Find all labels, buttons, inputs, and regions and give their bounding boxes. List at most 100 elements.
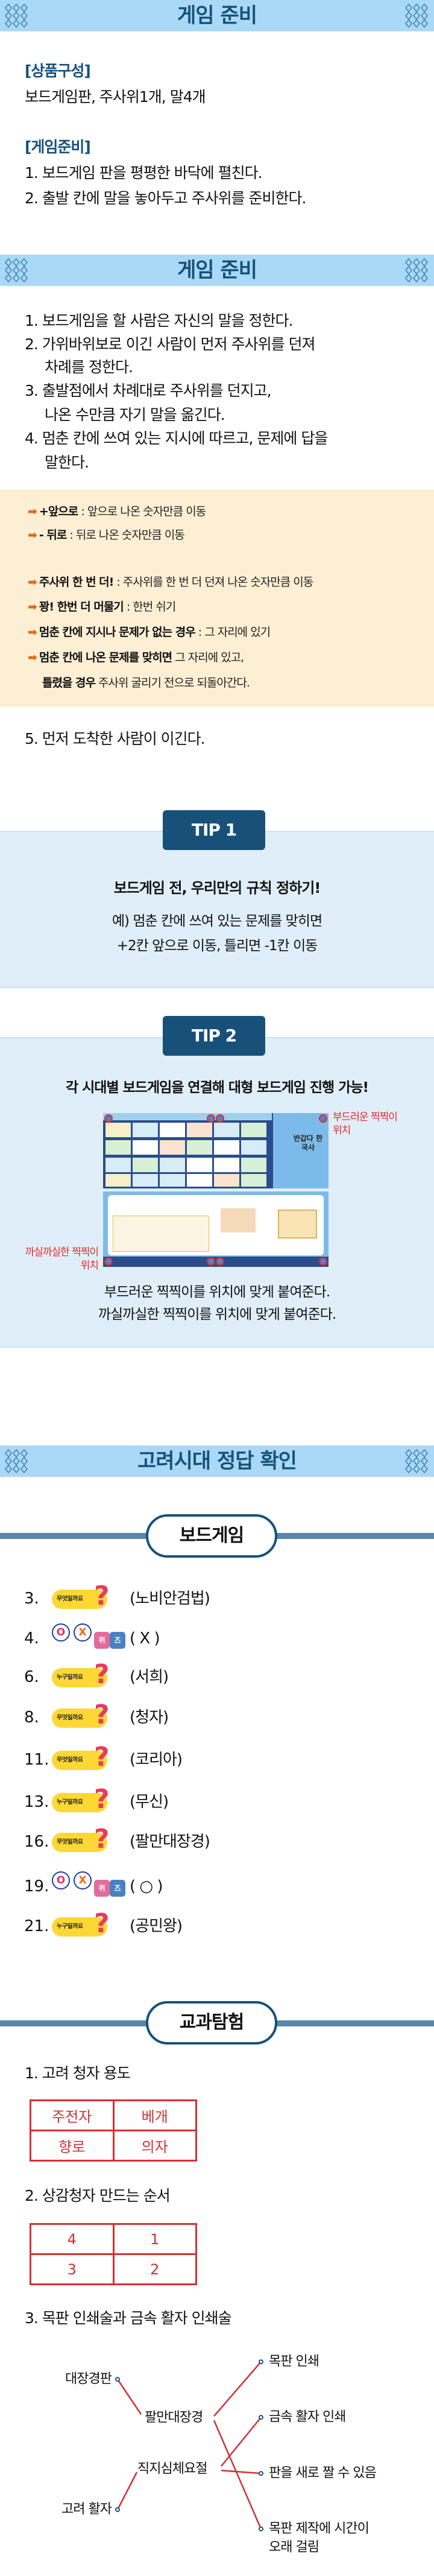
quiz-number: 4. bbox=[24, 1629, 39, 1648]
node-right: 판을 새로 짤 수 있음 bbox=[269, 2466, 377, 2481]
question-1: 1. 고려 청자 용도 bbox=[25, 2064, 131, 2082]
rule-key: 멈춘 칸에 지시나 문제가 없는 경우 bbox=[39, 626, 196, 639]
badge-label: 무엇일까요 bbox=[52, 1751, 107, 1770]
ox-quiz-icon: O X 퀴 즈 bbox=[52, 1871, 125, 1902]
quiz-number: 11. bbox=[24, 1751, 49, 1769]
question-mark-icon: ? bbox=[94, 1908, 110, 1939]
velcro-dot bbox=[216, 1257, 224, 1266]
o-sign-icon: O bbox=[52, 1623, 70, 1642]
x-sign-icon: X bbox=[74, 1623, 92, 1642]
quiz-answer-item: 16. 무엇일까요 ? (팔만대장경) bbox=[24, 1824, 386, 1857]
rule-key: 주사위 한 번 더! bbox=[39, 576, 114, 589]
quiz-char-icon: 퀴 bbox=[94, 1632, 110, 1649]
step-line: 차례를 정한다. bbox=[45, 358, 133, 376]
tip1-line: +2칸 앞으로 이동, 틀리면 -1칸 이동 bbox=[116, 938, 318, 954]
match-dot bbox=[259, 2359, 263, 2364]
diamond-pattern-icon bbox=[5, 1448, 28, 1474]
quiz-number: 3. bbox=[24, 1590, 39, 1608]
question-mark-icon: ? bbox=[94, 1824, 110, 1854]
rule-no-instruction: ➡멈춘 칸에 지시나 문제가 없는 경우 : 그 자리에 있기 bbox=[28, 624, 271, 640]
tip1-panel bbox=[0, 831, 434, 988]
board-cell bbox=[159, 1173, 186, 1187]
tip2-heading: 각 시대별 보드게임을 연결해 대형 보드게임 진행 가능! bbox=[65, 1080, 369, 1096]
board-cover bbox=[273, 1113, 329, 1188]
section-title: 게임 준비 bbox=[177, 258, 257, 282]
quiz-answer: (무신) bbox=[130, 1793, 169, 1811]
quiz-number: 13. bbox=[24, 1793, 49, 1811]
quiz-answer-item: 21. 누구일까요 ? (공민왕) bbox=[24, 1909, 386, 1941]
board-cell bbox=[105, 1157, 131, 1173]
board-cell bbox=[186, 1173, 213, 1187]
diamond-pattern-icon bbox=[5, 258, 28, 283]
badge-label: 무엇일까요 bbox=[52, 1708, 107, 1728]
quiz-answer: ( ○ ) bbox=[130, 1877, 163, 1896]
badge-label: 무엇일까요 bbox=[52, 1833, 107, 1852]
board-cell bbox=[132, 1140, 159, 1155]
quiz-answer-item: 3. 무엇일까요 ? (노비안검법) bbox=[24, 1581, 386, 1614]
diamond-pattern-icon bbox=[405, 1448, 428, 1474]
board-cell bbox=[132, 1157, 159, 1173]
quiz-char-icon: 퀴 bbox=[94, 1880, 110, 1897]
what-badge-icon: 무엇일까요 ? bbox=[52, 1700, 112, 1730]
rule-desc: : 뒤로 나온 숫자만큼 이동 bbox=[66, 528, 184, 542]
section-title: 고려시대 정답 확인 bbox=[137, 1449, 297, 1473]
quiz-answer: (코리아) bbox=[130, 1751, 183, 1769]
o-sign-icon: O bbox=[52, 1871, 70, 1889]
tip1-line: 예) 멈춘 칸에 쓰여 있는 문제를 맞히면 bbox=[112, 913, 322, 929]
node-right: 오래 걸림 bbox=[269, 2540, 319, 2555]
soft-velcro-label: 위치 bbox=[333, 1125, 351, 1137]
board-border bbox=[103, 1113, 272, 1120]
diamond-pattern-icon bbox=[405, 3, 428, 28]
rule-correct: ➡멈춘 칸에 나온 문제를 맞히면 그 자리에 있고, bbox=[28, 650, 244, 665]
who-badge-icon: 누구일까요 ? bbox=[52, 1909, 112, 1939]
node-middle: 직지심체요절 bbox=[137, 2461, 207, 2476]
question-mark-icon: ? bbox=[94, 1699, 110, 1730]
quiz-answer-item: 13. 누구일까요 ? (무신) bbox=[24, 1784, 386, 1817]
boardgame-pill: 보드게임 bbox=[146, 1514, 277, 1558]
tip1-heading: 보드게임 전, 우리만의 규칙 정하기! bbox=[113, 880, 321, 896]
board-image-top: 반갑다 한국사 bbox=[103, 1113, 329, 1188]
ox-quiz-icon: O X 퀴 즈 bbox=[52, 1623, 125, 1654]
node-right: 목판 제작에 시간이 bbox=[269, 2521, 370, 2536]
rule-forward: ➡+앞으로 : 앞으로 나온 숫자만큼 이동 bbox=[28, 504, 206, 519]
board-illustration bbox=[221, 1208, 256, 1232]
step-line: 4. 멈춘 칸에 쓰여 있는 지시에 따르고, 문제에 답을 bbox=[25, 430, 328, 447]
quiz-number: 19. bbox=[24, 1877, 49, 1896]
board-cell bbox=[186, 1140, 213, 1155]
board-cell bbox=[105, 1140, 131, 1155]
rule-desc: : 주사위를 한 번 더 던져 나온 숫자만큼 이동 bbox=[113, 576, 313, 589]
board-logo: 반갑다 한국사 bbox=[293, 1134, 323, 1152]
section-title: 게임 준비 bbox=[177, 4, 257, 28]
board-cell bbox=[213, 1140, 240, 1155]
step-line: 3. 출발점에서 차례대로 주사위를 던지고, bbox=[25, 382, 272, 399]
board-cell bbox=[241, 1140, 267, 1155]
badge-label: 누구일까요 bbox=[52, 1668, 107, 1687]
rules-box bbox=[0, 489, 434, 707]
quiz-char-icon: 즈 bbox=[110, 1632, 125, 1649]
rule-key: 틀렸을 경우 bbox=[42, 676, 96, 690]
board-cell bbox=[241, 1173, 267, 1187]
rule-desc: : 한번 쉬기 bbox=[123, 600, 176, 614]
rule-skip: ➡꽝! 한번 더 머물기 : 한번 쉬기 bbox=[28, 599, 176, 615]
board-cell bbox=[105, 1173, 131, 1187]
board-cell bbox=[241, 1122, 267, 1138]
node-right: 금속 활자 인쇄 bbox=[269, 2409, 346, 2425]
board-cell bbox=[186, 1122, 213, 1138]
match-line bbox=[116, 2472, 138, 2510]
velcro-dot bbox=[216, 1114, 224, 1123]
what-badge-icon: 무엇일까요 ? bbox=[52, 1824, 112, 1854]
arrow-right-icon: ➡ bbox=[28, 576, 37, 589]
question-2: 2. 상감청자 만드는 순서 bbox=[25, 2187, 171, 2204]
table-cell: 의자 bbox=[112, 2130, 197, 2162]
board-cell bbox=[186, 1157, 213, 1173]
quiz-number: 16. bbox=[24, 1833, 49, 1851]
rough-velcro-label: 까실까실한 찍찍이 bbox=[25, 1246, 99, 1258]
arrow-right-icon: ➡ bbox=[28, 626, 37, 639]
prep-item: 1. 보드게임 판을 평평한 바닥에 펼친다. bbox=[25, 164, 263, 182]
node-right: 목판 인쇄 bbox=[269, 2354, 319, 2369]
board-image-bottom bbox=[103, 1191, 329, 1267]
quiz-answer-item: 8. 무엇일까요 ? (청자) bbox=[24, 1700, 386, 1733]
who-badge-icon: 누구일까요 ? bbox=[52, 1660, 112, 1690]
board-cell bbox=[159, 1140, 186, 1155]
